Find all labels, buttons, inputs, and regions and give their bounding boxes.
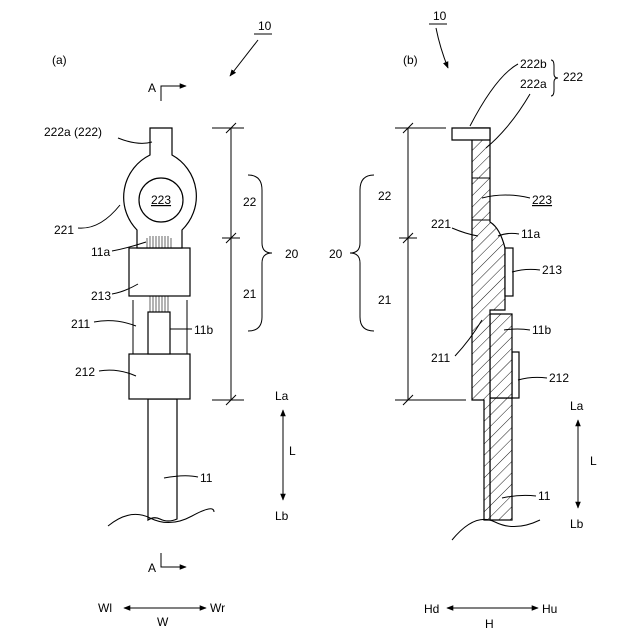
svg-text:223: 223 xyxy=(532,193,552,207)
crimp-lower-212 xyxy=(129,354,190,399)
svg-text:11: 11 xyxy=(538,489,551,503)
svg-text:212: 212 xyxy=(75,365,95,379)
svg-text:Lb: Lb xyxy=(275,509,289,523)
svg-text:222a: 222a xyxy=(520,77,547,91)
cable-a xyxy=(148,399,177,521)
crimp-lower-212-b xyxy=(512,352,519,398)
svg-text:222a (222): 222a (222) xyxy=(44,125,102,139)
svg-text:La: La xyxy=(275,389,289,403)
svg-text:H: H xyxy=(485,617,494,631)
insulation-11b xyxy=(148,312,170,354)
cable-sheath-b xyxy=(490,398,512,520)
svg-text:W: W xyxy=(157,615,169,629)
svg-text:Hu: Hu xyxy=(542,602,557,616)
panel-a: (a) 10 A A xyxy=(44,19,299,629)
svg-text:11b: 11b xyxy=(194,323,213,337)
svg-text:21: 21 xyxy=(243,287,257,301)
svg-text:212: 212 xyxy=(549,371,569,385)
panel-b: (b) 10 222b 222a 222 223 221 11a xyxy=(329,9,597,631)
panel-b-label: (b) xyxy=(403,53,418,67)
svg-text:22: 22 xyxy=(378,189,392,203)
svg-text:213: 213 xyxy=(91,289,111,303)
svg-text:22: 22 xyxy=(243,195,257,209)
svg-text:L: L xyxy=(289,444,296,458)
svg-text:Lb: Lb xyxy=(570,517,584,531)
svg-text:La: La xyxy=(570,399,584,413)
svg-text:A: A xyxy=(148,561,156,575)
tab-222b xyxy=(452,128,490,140)
svg-text:222: 222 xyxy=(563,70,583,84)
axis-L-b: La L Lb xyxy=(570,399,597,531)
svg-text:11a: 11a xyxy=(91,245,110,259)
section-arrow-top: A xyxy=(148,81,186,101)
svg-text:10: 10 xyxy=(258,19,272,33)
svg-text:20: 20 xyxy=(285,247,299,261)
axis-H: Hd Hu H xyxy=(424,602,557,631)
svg-text:222b: 222b xyxy=(520,57,547,71)
svg-text:Wr: Wr xyxy=(210,601,225,615)
svg-text:Hd: Hd xyxy=(424,602,439,616)
svg-text:11b: 11b xyxy=(532,323,551,337)
wire-strands-lower xyxy=(150,296,168,312)
axis-W: Wl Wr W xyxy=(98,601,225,629)
section-arrow-bottom: A xyxy=(148,553,186,575)
assembly-ref-b: 10 xyxy=(429,9,448,68)
dimension-lines-a xyxy=(212,123,272,405)
insulation-11b-b xyxy=(490,314,512,398)
svg-text:211: 211 xyxy=(431,351,450,365)
crimp-upper-213-b xyxy=(505,248,513,296)
svg-text:A: A xyxy=(148,81,156,95)
panel-a-label: (a) xyxy=(52,53,67,67)
svg-text:11: 11 xyxy=(200,471,213,485)
svg-text:221: 221 xyxy=(431,217,451,231)
svg-text:221: 221 xyxy=(54,223,74,237)
axis-L-a: La L Lb xyxy=(275,389,296,523)
svg-text:11a: 11a xyxy=(521,227,540,241)
svg-text:211: 211 xyxy=(71,317,90,331)
crimp-upper-213 xyxy=(129,248,190,296)
svg-text:L: L xyxy=(590,454,597,468)
svg-text:10: 10 xyxy=(433,9,447,23)
svg-text:Wl: Wl xyxy=(98,601,112,615)
svg-text:21: 21 xyxy=(378,293,392,307)
svg-text:20: 20 xyxy=(329,247,343,261)
svg-text:213: 213 xyxy=(542,263,562,277)
assembly-ref-a: 10 xyxy=(230,19,272,76)
svg-text:223: 223 xyxy=(151,193,171,207)
